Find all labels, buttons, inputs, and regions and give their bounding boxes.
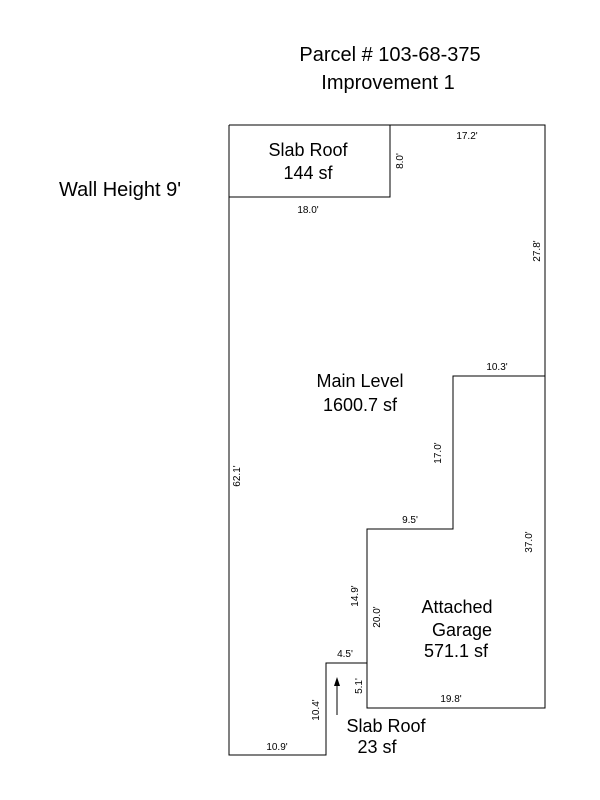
slab-roof-bottom-arrowhead xyxy=(334,677,340,686)
wall-height-label: Wall Height 9' xyxy=(59,179,181,201)
slab-roof-top-outline xyxy=(229,125,391,198)
dim-notch-right: 5.1' xyxy=(354,678,365,694)
dim-step-top: 10.3' xyxy=(486,362,507,373)
main-level-name: Main Level xyxy=(316,371,403,391)
slab-roof-top-size: 144 sf xyxy=(283,163,333,183)
garage-outline xyxy=(366,376,546,709)
dim-garage-bottom: 19.8' xyxy=(440,694,461,705)
dim-garage-right: 37.0' xyxy=(524,531,535,552)
improvement-label: Improvement 1 xyxy=(321,72,454,94)
dim-left: 62.1' xyxy=(232,465,243,486)
dim-garage-left-inner: 20.0' xyxy=(372,606,383,627)
dim-slab-bottom: 18.0' xyxy=(297,205,318,216)
dim-notch-left: 10.4' xyxy=(311,699,322,720)
parcel-number: Parcel # 103-68-375 xyxy=(299,44,480,66)
slab-roof-bottom-size: 23 sf xyxy=(357,737,397,757)
dim-garage-left-outer: 14.9' xyxy=(350,585,361,606)
dim-notch-top: 4.5' xyxy=(337,649,353,660)
garage-size: 571.1 sf xyxy=(424,641,489,661)
dim-top: 17.2' xyxy=(456,131,477,142)
slab-roof-bottom-name: Slab Roof xyxy=(346,716,426,736)
main-level-size: 1600.7 sf xyxy=(323,395,398,415)
dim-right-upper: 27.8' xyxy=(532,240,543,261)
dim-step-vertical: 17.0' xyxy=(433,442,444,463)
garage-name-line1: Attached xyxy=(421,597,492,617)
garage-name-line2: Garage xyxy=(432,620,492,640)
main-level-outline xyxy=(228,124,546,756)
dim-bottom: 10.9' xyxy=(266,742,287,753)
slab-roof-top-name: Slab Roof xyxy=(268,140,348,160)
dim-slab-right: 8.0' xyxy=(395,153,406,169)
dim-step-mid: 9.5' xyxy=(402,515,418,526)
